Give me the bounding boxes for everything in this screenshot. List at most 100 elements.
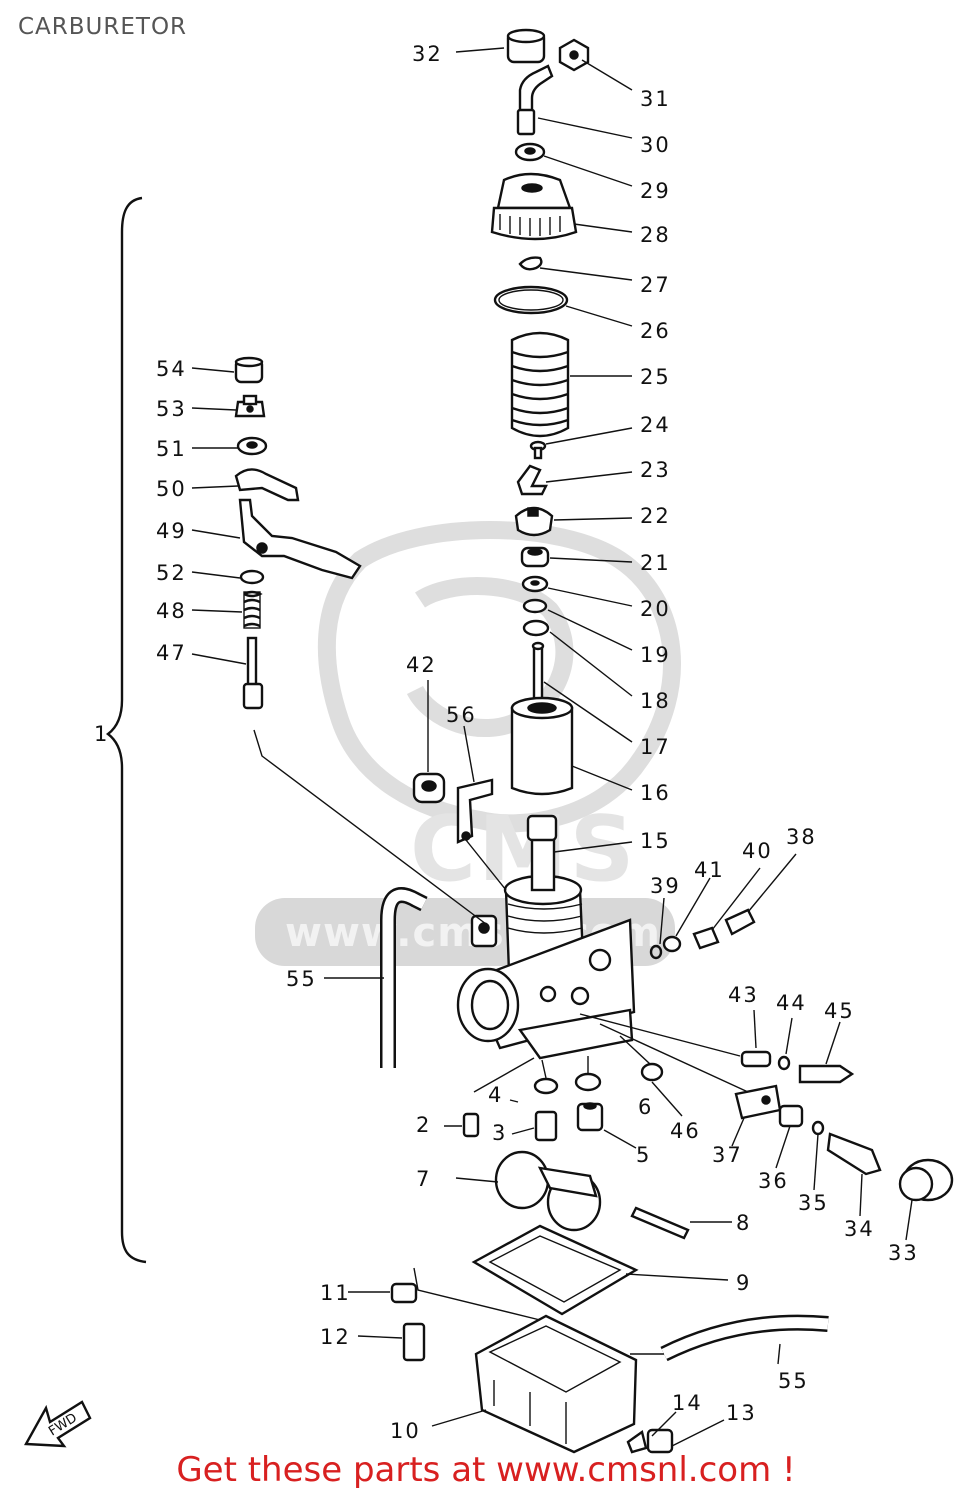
part-7-float <box>494 1150 602 1232</box>
label-17: 17 <box>640 735 671 759</box>
label-3: 3 <box>492 1121 507 1145</box>
label-34: 34 <box>844 1217 875 1241</box>
label-42: 42 <box>406 653 437 677</box>
part-8-float-pin <box>630 1206 690 1240</box>
part-25-spring <box>510 331 570 438</box>
label-5: 5 <box>636 1143 651 1167</box>
footer-link[interactable]: Get these parts at www.cmsnl.com ! <box>176 1450 796 1490</box>
label-6: 6 <box>638 1095 653 1119</box>
part-46-plug <box>640 1062 664 1082</box>
part-47-starter-plunger <box>242 636 264 710</box>
part-55-hose-upper <box>380 887 428 1068</box>
label-19: 19 <box>640 643 671 667</box>
label-4: 4 <box>488 1083 503 1107</box>
part-13-drain-plug <box>646 1428 674 1454</box>
part-3-needle-jet <box>534 1110 558 1142</box>
label-22: 22 <box>640 504 671 528</box>
part-36-spring <box>778 1104 804 1128</box>
label-29: 29 <box>640 179 671 203</box>
label-13: 13 <box>726 1401 757 1425</box>
carburetor-body <box>456 814 636 1060</box>
assembly-bracket: 1 <box>94 196 147 1264</box>
label-24: 24 <box>640 413 671 437</box>
label-51: 51 <box>156 437 187 461</box>
label-39: 39 <box>650 874 681 898</box>
part-16-throttle-valve <box>510 696 574 796</box>
label-9: 9 <box>736 1271 751 1295</box>
part-number-labels: 32 31 30 29 28 27 26 25 24 23 22 21 20 1… <box>156 42 919 1443</box>
part-24-screw <box>529 440 547 460</box>
label-46: 46 <box>670 1119 701 1143</box>
label-12: 12 <box>320 1325 351 1349</box>
label-11: 11 <box>320 1281 351 1305</box>
label-53: 53 <box>156 397 187 421</box>
label-48: 48 <box>156 599 187 623</box>
part-21-spacer <box>520 546 550 568</box>
part-2-pilot-jet <box>462 1112 480 1138</box>
part-49-starter-lever <box>238 498 362 580</box>
part-50-lever <box>234 468 300 502</box>
part-39-o-ring <box>649 944 663 960</box>
label-31: 31 <box>640 87 671 111</box>
part-48-spring <box>243 590 263 629</box>
label-35: 35 <box>798 1191 829 1215</box>
part-19-clip <box>522 598 548 614</box>
label-7: 7 <box>416 1167 431 1191</box>
label-14: 14 <box>672 1391 703 1415</box>
part-44-o-ring <box>777 1055 791 1071</box>
part-14-washer <box>626 1429 648 1454</box>
part-12-screw <box>402 1322 426 1362</box>
leader-lines <box>191 47 913 1447</box>
label-18: 18 <box>640 689 671 713</box>
part-11-screw <box>390 1282 418 1304</box>
part-41-washer <box>662 935 682 953</box>
part-40-spring <box>692 926 720 950</box>
part-10-float-chamber <box>474 1314 638 1454</box>
part-52-o-ring <box>239 569 265 585</box>
label-50: 50 <box>156 477 187 501</box>
part-33-knob <box>898 1158 954 1202</box>
part-27-clip <box>518 256 543 271</box>
part-26-o-ring <box>493 285 569 315</box>
label-37: 37 <box>712 1143 743 1167</box>
part-38-fitting <box>724 908 756 936</box>
label-40: 40 <box>742 839 773 863</box>
part-29-washer <box>514 142 546 162</box>
label-28: 28 <box>640 223 671 247</box>
part-42-cap <box>412 772 446 804</box>
part-6-nut <box>574 1072 602 1092</box>
label-33: 33 <box>888 1241 919 1265</box>
part-34-screw <box>826 1132 882 1176</box>
part-37-bracket <box>734 1084 782 1120</box>
label-15: 15 <box>640 829 671 853</box>
label-43: 43 <box>728 983 759 1007</box>
label-8: 8 <box>736 1211 751 1235</box>
label-10: 10 <box>390 1419 421 1443</box>
label-30: 30 <box>640 133 671 157</box>
label-25: 25 <box>640 365 671 389</box>
label-54: 54 <box>156 357 187 381</box>
label-47: 47 <box>156 641 187 665</box>
label-32: 32 <box>412 42 443 66</box>
label-assembly: 1 <box>94 722 109 746</box>
fwd-arrow-icon: FWD <box>24 1400 92 1448</box>
part-5-main-jet <box>576 1102 604 1132</box>
page-title: CARBURETOR <box>18 14 188 40</box>
label-2: 2 <box>416 1113 431 1137</box>
label-16: 16 <box>640 781 671 805</box>
part-53-adjuster <box>234 394 266 418</box>
label-49: 49 <box>156 519 187 543</box>
label-45: 45 <box>824 999 855 1023</box>
part-22-holder <box>514 506 554 537</box>
part-55-hose-lower <box>660 1314 829 1362</box>
label-56: 56 <box>446 703 477 727</box>
part-4-washer <box>533 1077 559 1095</box>
label-36: 36 <box>758 1169 789 1193</box>
label-52: 52 <box>156 561 187 585</box>
part-9-gasket <box>471 1224 639 1316</box>
part-51-washer <box>236 436 268 456</box>
part-43-spring <box>740 1050 772 1068</box>
part-30-elbow-fitting <box>516 64 554 136</box>
label-21: 21 <box>640 551 671 575</box>
